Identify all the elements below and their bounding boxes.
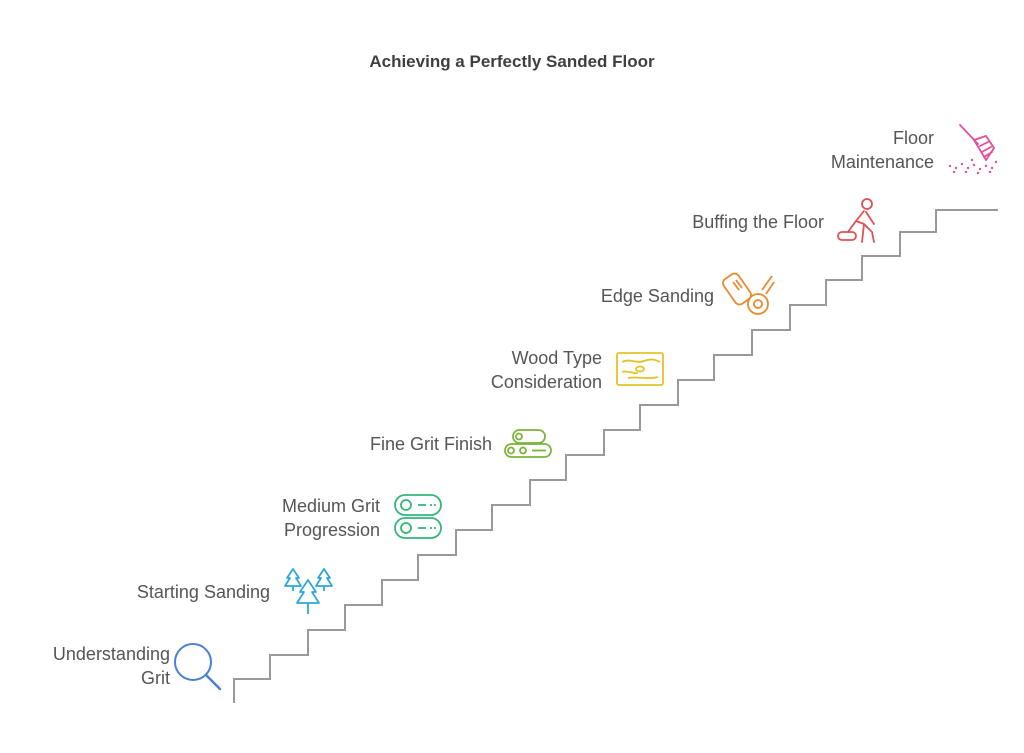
step-label-edge-sanding: Edge Sanding xyxy=(540,284,714,308)
step-label-line: Starting Sanding xyxy=(136,582,270,602)
magnifier-icon xyxy=(174,643,222,691)
step-label-line: Grit xyxy=(141,668,170,688)
step-label-line: Floor xyxy=(892,128,934,148)
step-label-floor-maintenance: Floor Maintenance xyxy=(784,126,934,174)
step-label-line: Wood Type xyxy=(511,348,602,368)
floor-buffer-person-icon xyxy=(837,198,875,243)
step-label-medium-grit: Medium Grit Progression xyxy=(200,494,380,542)
step-label-line: Buffing the Floor xyxy=(692,212,824,232)
step-label-starting-sanding: Starting Sanding xyxy=(80,580,270,604)
step-label-line: Understanding xyxy=(52,644,170,664)
step-label-line: Progression xyxy=(283,520,380,540)
broom-icon xyxy=(948,124,998,175)
sanding-tool-icon xyxy=(722,272,775,315)
logs-icon xyxy=(394,494,442,539)
step-label-understanding-grit: Understanding Grit xyxy=(20,642,170,690)
step-label-line: Fine Grit Finish xyxy=(369,434,492,454)
step-label-buffing: Buffing the Floor xyxy=(620,210,824,234)
step-label-wood-type: Wood Type Consideration xyxy=(420,346,602,394)
wood-plank-icon xyxy=(616,352,664,386)
step-label-line: Consideration xyxy=(490,372,602,392)
step-label-line: Medium Grit xyxy=(281,496,380,516)
log-pile-icon xyxy=(504,429,552,458)
step-label-line: Maintenance xyxy=(830,152,934,172)
diagram-title: Achieving a Perfectly Sanded Floor xyxy=(369,52,655,71)
step-label-line: Edge Sanding xyxy=(600,286,714,306)
step-label-fine-grit-finish: Fine Grit Finish xyxy=(300,432,492,456)
pine-trees-icon xyxy=(284,568,333,614)
